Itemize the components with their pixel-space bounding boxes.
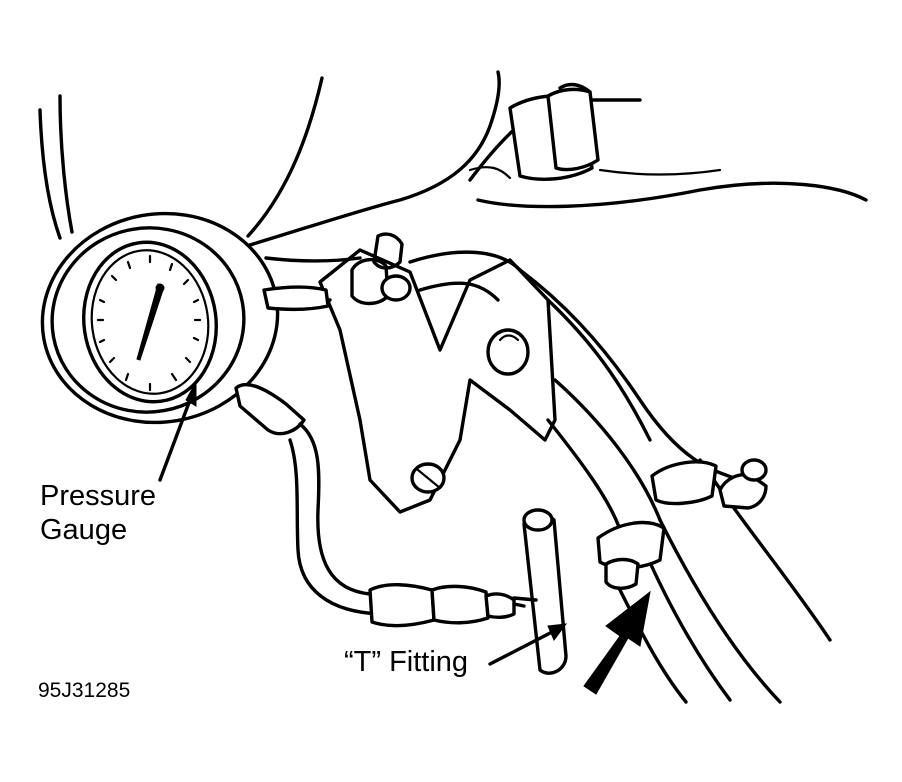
mounting-bracket bbox=[318, 232, 557, 514]
pressure-gauge-label-line1: Pressure bbox=[40, 480, 157, 512]
gauge-hose bbox=[234, 382, 526, 628]
leader-lines bbox=[158, 380, 568, 666]
pressure-gauge-label-line2: Gauge bbox=[40, 514, 128, 546]
pressure-gauge bbox=[40, 211, 330, 425]
upper-hose bbox=[468, 82, 868, 209]
indicator-arrow bbox=[583, 590, 651, 695]
figure-code: 95J31285 bbox=[38, 679, 131, 702]
background-lines-left bbox=[38, 94, 74, 240]
t-fitting-label: “T” Fitting bbox=[344, 646, 469, 678]
pipe-bundle-main bbox=[518, 268, 832, 704]
large-housing bbox=[238, 70, 501, 250]
